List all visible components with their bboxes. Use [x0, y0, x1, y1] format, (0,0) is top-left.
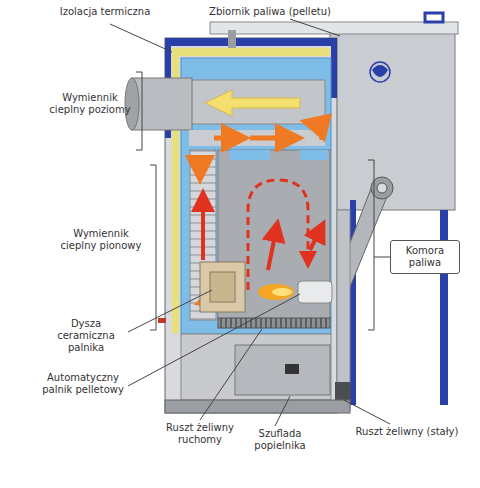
callout-label: Zbiornik paliwa (pelletu) — [200, 6, 340, 18]
box-text: Komora paliwa — [397, 245, 453, 269]
callout-label: Ruszt żeliwny ruchomy — [150, 422, 250, 446]
callout-label: Automatyczny palnik pelletowy — [38, 372, 128, 396]
callout-label: Wymiennik cieplny pionowy — [56, 228, 146, 252]
callout-label: Wymiennik cieplny poziomy — [48, 92, 132, 116]
chamber-label-box: Komora paliwa — [390, 240, 460, 274]
callout-label: Izolacja termiczna — [50, 6, 160, 18]
callout-label: Ruszt żeliwny (stały) — [340, 426, 474, 438]
callout-label: Szuflada popielnika — [240, 428, 320, 452]
callout-label: Dysza ceramiczna palnika — [44, 318, 128, 354]
